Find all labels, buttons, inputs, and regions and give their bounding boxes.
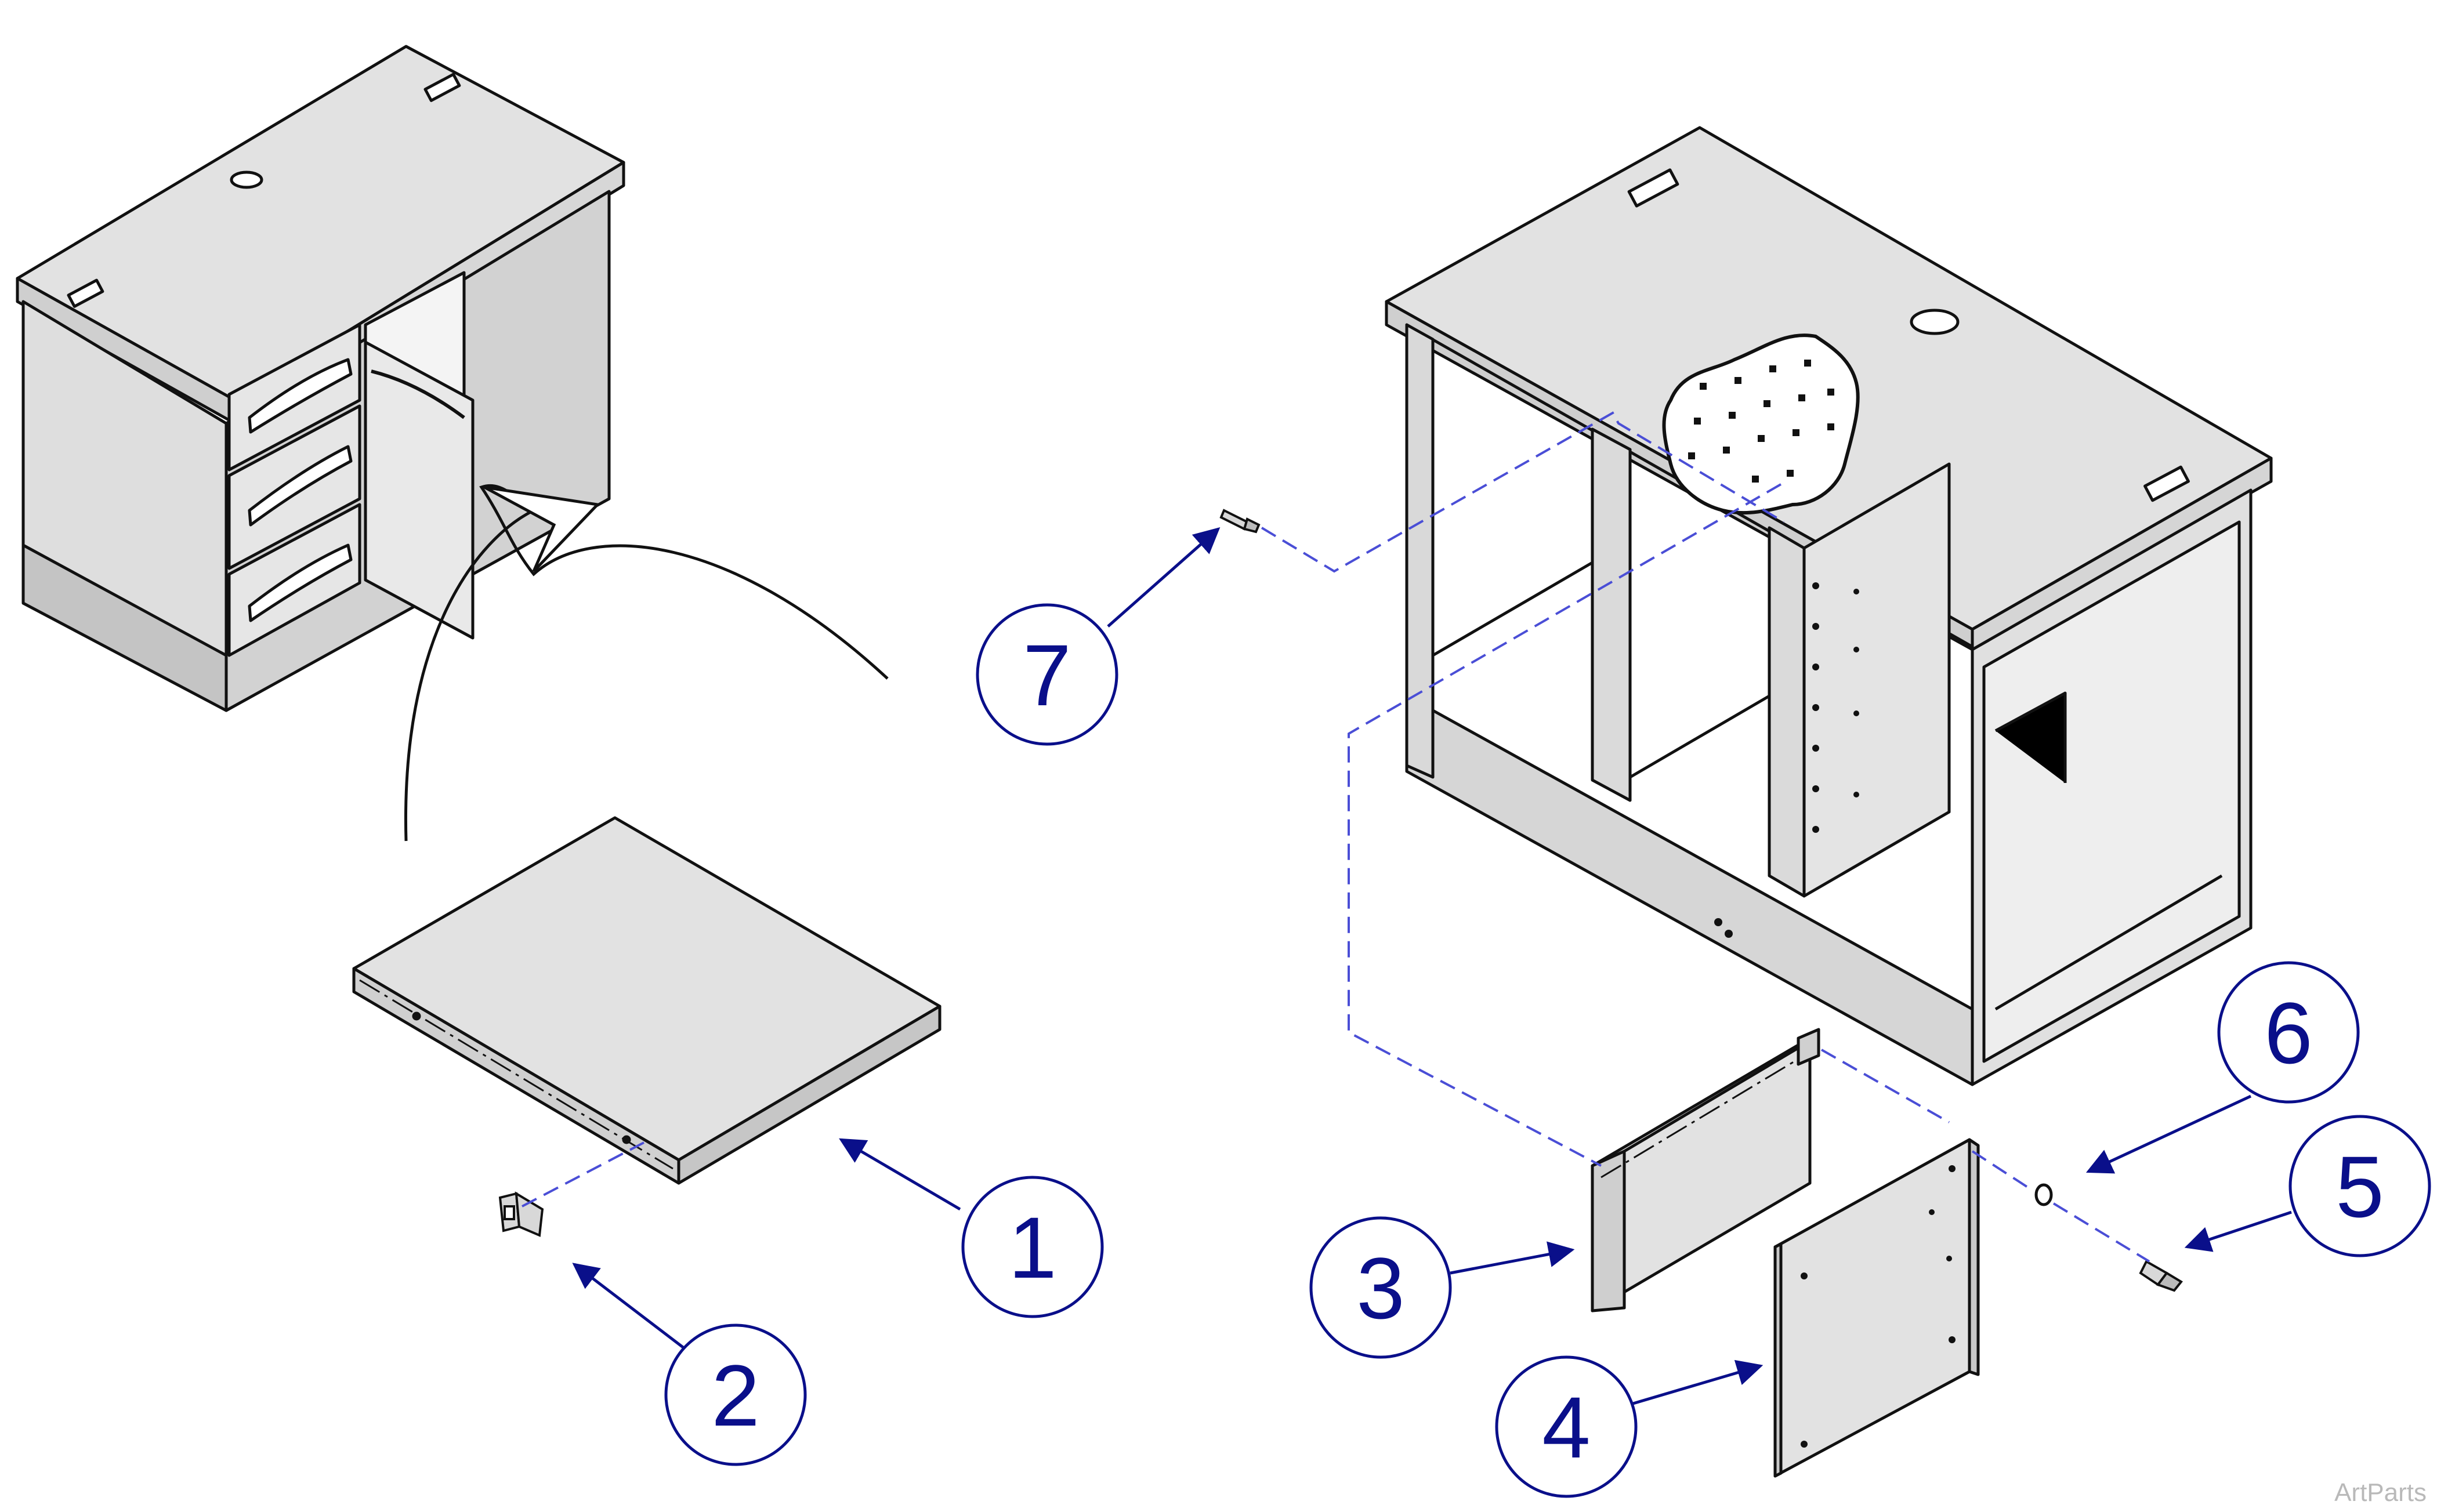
- screw-icon: [2139, 1260, 2183, 1292]
- callout-6-label: 6: [2264, 984, 2312, 1082]
- shelf-panel-icon: [352, 816, 942, 1185]
- callout-4: 4: [1495, 1355, 1638, 1498]
- callout-5: 5: [2288, 1115, 2431, 1257]
- mounting-bracket-icon: [1591, 1028, 1820, 1312]
- shelf-clip-icon: [498, 1191, 544, 1237]
- cutaway-detail-icon: [1662, 333, 1860, 515]
- callout-3: 3: [1309, 1216, 1452, 1359]
- callout-7-label: 7: [1023, 626, 1071, 724]
- open-cabinet-frame-icon: [1385, 126, 2273, 1086]
- callout-1: 1: [961, 1176, 1104, 1318]
- callout-leaders: [572, 527, 2292, 1405]
- callout-7: 7: [976, 603, 1118, 746]
- callout-6: 6: [2217, 961, 2360, 1104]
- callout-4-label: 4: [1542, 1379, 1590, 1476]
- washer-icon: [2034, 1183, 2053, 1206]
- insertion-arrow-icon: [404, 484, 889, 842]
- assembled-cabinet-icon: [16, 45, 625, 712]
- side-panel-icon: [1773, 1138, 1980, 1478]
- insertion-arrow-head-icon: [483, 485, 601, 572]
- shelf-pin-icon: [1219, 509, 1261, 534]
- callout-5-label: 5: [2335, 1138, 2384, 1235]
- callout-2-label: 2: [711, 1347, 759, 1444]
- callout-3-label: 3: [1356, 1239, 1404, 1337]
- callout-1-label: 1: [1008, 1199, 1056, 1296]
- callout-2: 2: [664, 1324, 807, 1466]
- assembly-path-lines: [522, 411, 2150, 1263]
- watermark: ArtParts: [2334, 1478, 2427, 1507]
